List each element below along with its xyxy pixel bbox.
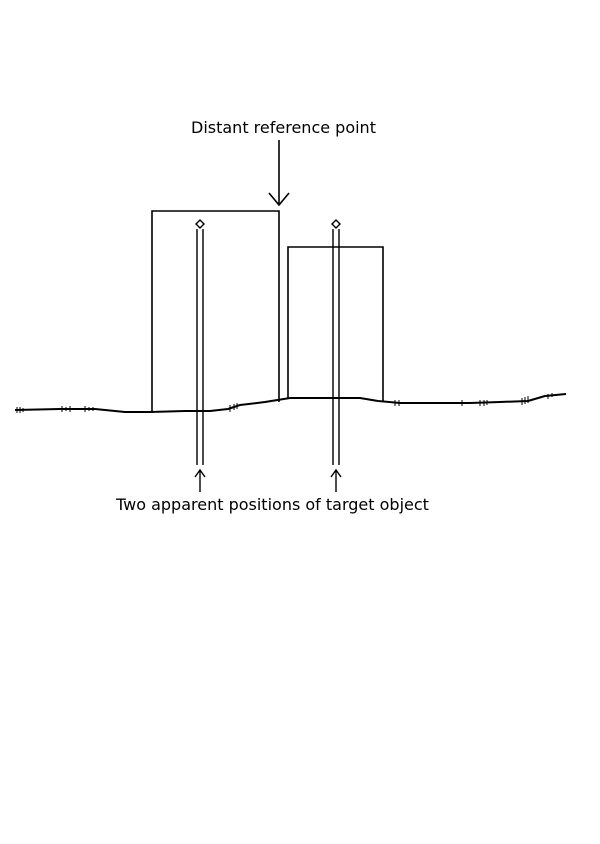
building-left (151, 210, 280, 412)
ground-texture (16, 393, 553, 413)
building-right (287, 246, 384, 401)
position-arrow-b (330, 468, 342, 492)
reference-arrow (268, 140, 290, 207)
target-positions-label: Two apparent positions of target object (116, 495, 429, 514)
ground-line (14, 393, 567, 413)
reference-point-label: Distant reference point (191, 118, 376, 137)
pole-position-b (331, 219, 341, 465)
pole-position-a (195, 219, 205, 465)
position-arrow-a (194, 468, 206, 492)
